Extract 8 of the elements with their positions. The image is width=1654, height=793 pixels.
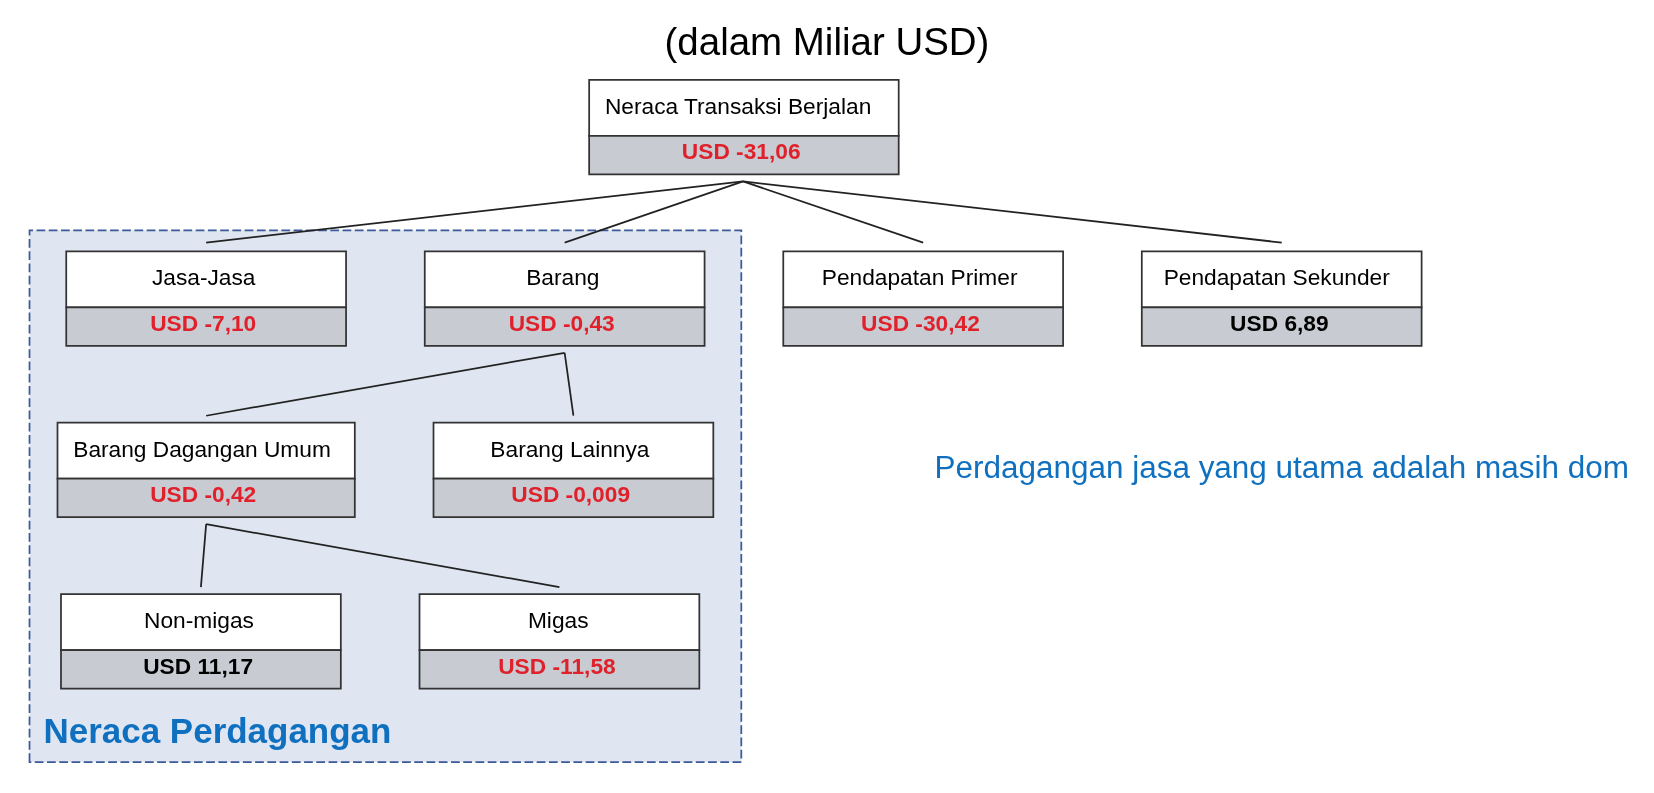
label: Perdagangan jasa yang utama adalah masih dom [934, 449, 1629, 485]
connector [563, 351, 575, 417]
connector [200, 523, 208, 588]
connector [205, 523, 561, 588]
diagram-title: (dalam Miliar USD) [664, 19, 990, 63]
connector [742, 180, 925, 244]
connector [205, 351, 566, 417]
connector [742, 180, 1283, 244]
